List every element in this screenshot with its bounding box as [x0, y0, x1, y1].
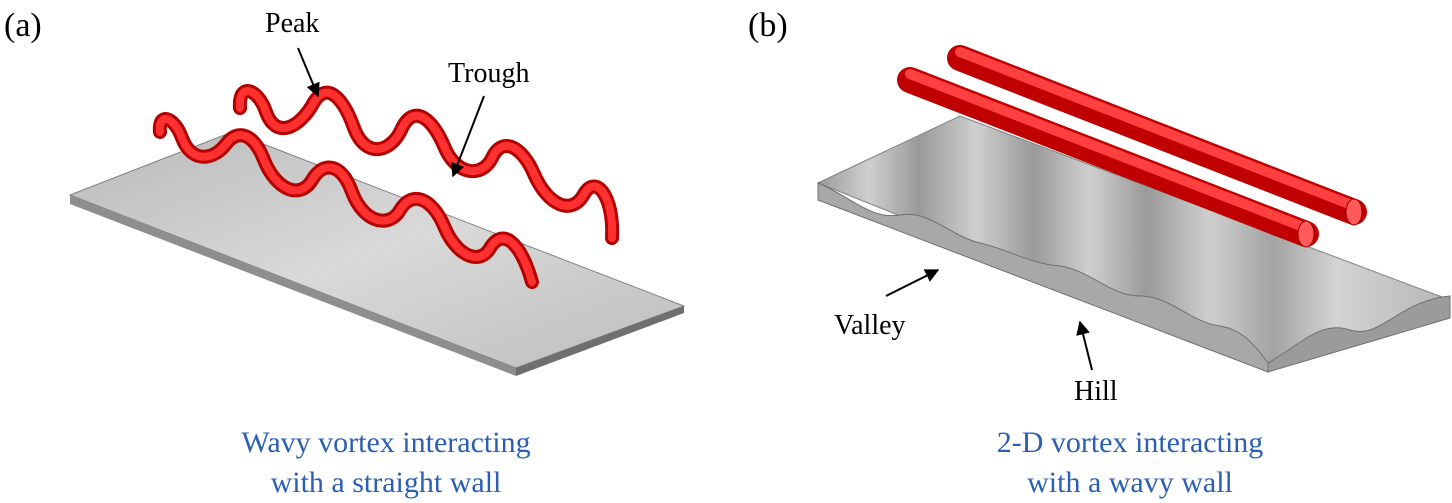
wavy-vortex-back-highlight: [235, 87, 617, 242]
hill-arrow: [1076, 320, 1093, 371]
vortex-tube-front: [897, 67, 1319, 248]
wavy-wall: [816, 115, 1451, 373]
panel-b-caption-line2: with a wavy wall: [1027, 466, 1233, 499]
wavy-vortex-front-highlight: [155, 115, 536, 286]
peak-label: Peak: [265, 8, 319, 39]
vortex-tube-back: [947, 45, 1367, 226]
valley-label: Valley: [834, 310, 906, 341]
panel-a: (a) Peak Trough Wavy vortex interacting …: [4, 7, 686, 499]
panel-a-caption-line2: with a straight wall: [271, 466, 502, 499]
vortex-tube-front-end: [1297, 220, 1315, 248]
trough-label: Trough: [448, 58, 529, 89]
wavy-wall-top: [816, 115, 1451, 364]
panel-a-caption-line1: Wavy vortex interacting: [241, 426, 530, 459]
panel-b: (b) Valley Hill 2-D vortex interacting w…: [748, 7, 1451, 499]
peak-arrow: [297, 47, 320, 98]
wavy-wall-front-profile: [817, 182, 1269, 373]
hill-label: Hill: [1074, 376, 1118, 407]
vortex-tube-back-end: [1345, 198, 1363, 226]
straight-wall-side-edge: [516, 306, 684, 376]
vortex-tube-front-body: [897, 67, 1319, 247]
trough-arrow: [451, 95, 485, 178]
valley-arrow: [885, 269, 940, 297]
straight-wall: [68, 131, 686, 376]
panel-a-label: (a): [4, 7, 42, 44]
panel-b-caption-line1: 2-D vortex interacting: [997, 426, 1264, 459]
panel-b-label: (b): [748, 7, 788, 44]
straight-wall-front-edge: [70, 195, 516, 376]
straight-wall-top: [68, 131, 686, 369]
vortex-tube-back-body: [947, 45, 1367, 225]
vortex-tube-front-shine: [905, 69, 1311, 233]
wavy-wall-side-profile: [1267, 295, 1451, 373]
vortex-tube-back-shine: [955, 47, 1359, 211]
